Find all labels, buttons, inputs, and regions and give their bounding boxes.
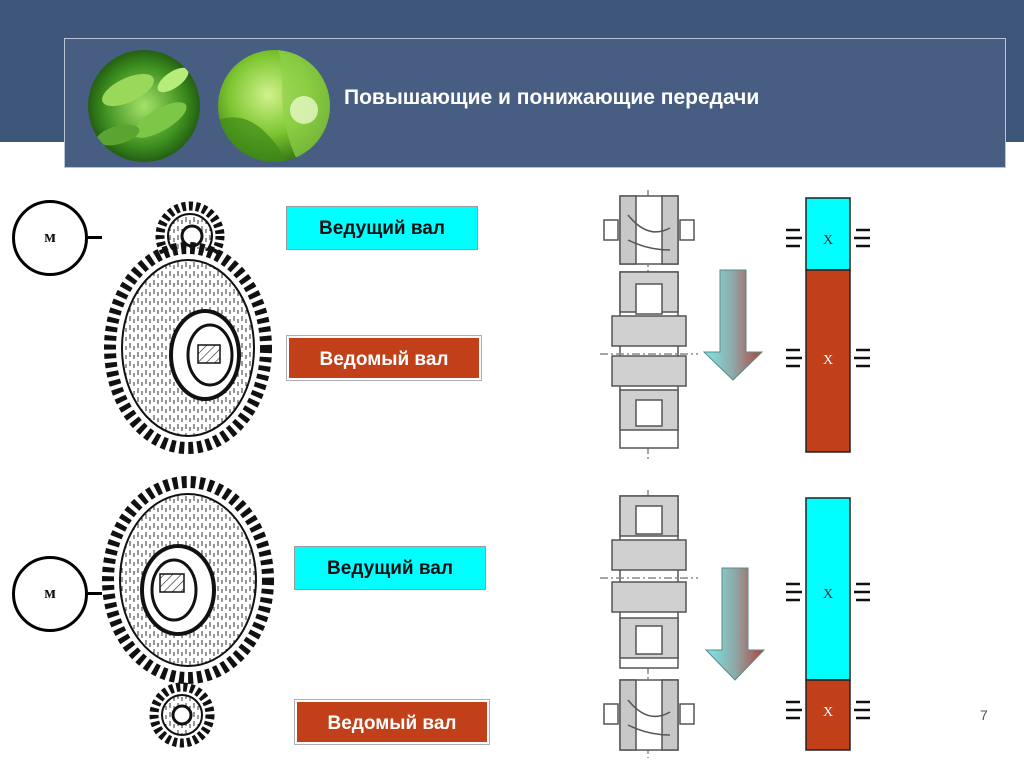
scheme-x-symbol: X [823,233,833,248]
gear-cross-section-bottom [600,490,698,758]
motor-shaft-top [88,236,102,239]
motor-label: м [44,227,56,246]
down-arrow-top [702,269,764,381]
small-gear-bottom [149,682,215,748]
slide-title: Повышающие и понижающие передачи [344,86,760,109]
kinematic-scheme-top [786,197,870,453]
leaf-photo-thumbnail [88,50,200,162]
driven-shaft-label-bottom: Ведомый вал [295,700,489,744]
driven-shaft-label-top: Ведомый вал [287,336,481,380]
down-arrow-bottom [704,567,766,681]
motor-shaft-bottom [88,592,102,595]
scheme-x-symbol: X [823,705,833,720]
driving-shaft-label-bottom: Ведущий вал [294,546,486,590]
large-gear-bottom [102,476,274,684]
kinematic-scheme-bottom [786,497,870,751]
motor-label: м [44,583,56,602]
page-number: 7 [980,707,988,723]
scheme-x-symbol: X [823,587,833,602]
small-gear-top [155,201,225,271]
gear-cross-section-top [600,190,698,460]
scheme-x-symbol: X [823,353,833,368]
driving-shaft-label-top: Ведущий вал [286,206,478,250]
plant-photo-thumbnail [218,50,330,162]
motor-circle-top: м [12,200,88,276]
large-gear-top [104,242,272,454]
motor-circle-bottom: м [12,556,88,632]
